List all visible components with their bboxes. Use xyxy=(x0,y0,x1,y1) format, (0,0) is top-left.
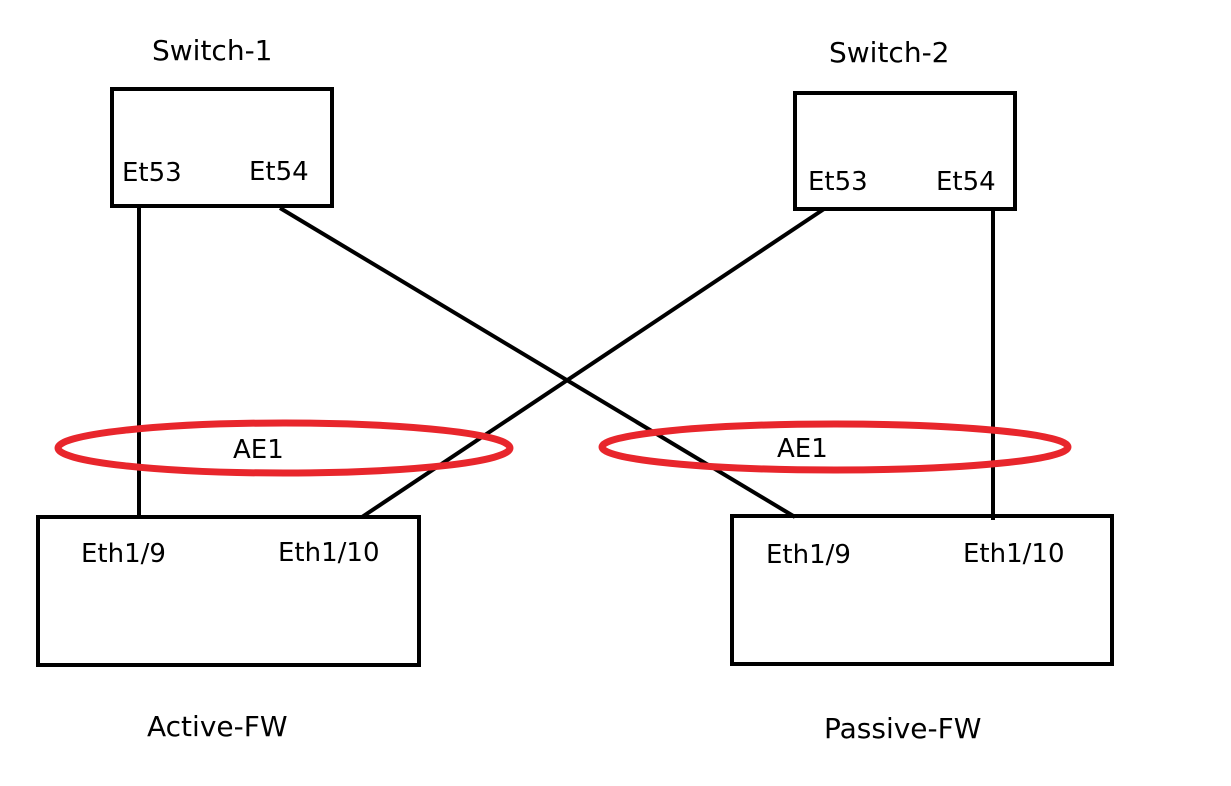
switch-2-port-et53: Et53 xyxy=(808,167,868,197)
switch-2-box xyxy=(793,91,1017,211)
switch-1-port-et54: Et54 xyxy=(249,157,309,187)
passive-fw-port-eth1-10: Eth1/10 xyxy=(963,539,1065,569)
active-fw-port-eth1-9: Eth1/9 xyxy=(81,539,166,569)
switch-2-port-et54: Et54 xyxy=(936,167,996,197)
active-fw-box xyxy=(36,515,421,667)
lag-label-active: AE1 xyxy=(233,435,284,465)
active-fw-port-eth1-10: Eth1/10 xyxy=(278,538,380,568)
passive-fw-port-eth1-9: Eth1/9 xyxy=(766,540,851,570)
passive-fw-box xyxy=(730,514,1114,666)
passive-fw-title: Passive-FW xyxy=(824,712,981,745)
switch-1-port-et53: Et53 xyxy=(122,158,182,188)
switch-1-box xyxy=(110,87,334,208)
active-fw-title: Active-FW xyxy=(147,710,288,743)
switch-1-title: Switch-1 xyxy=(152,34,273,67)
lag-ring-active xyxy=(54,419,514,477)
switch-2-title: Switch-2 xyxy=(829,36,950,69)
lag-label-passive: AE1 xyxy=(777,434,828,464)
lag-ring-passive xyxy=(598,420,1072,474)
